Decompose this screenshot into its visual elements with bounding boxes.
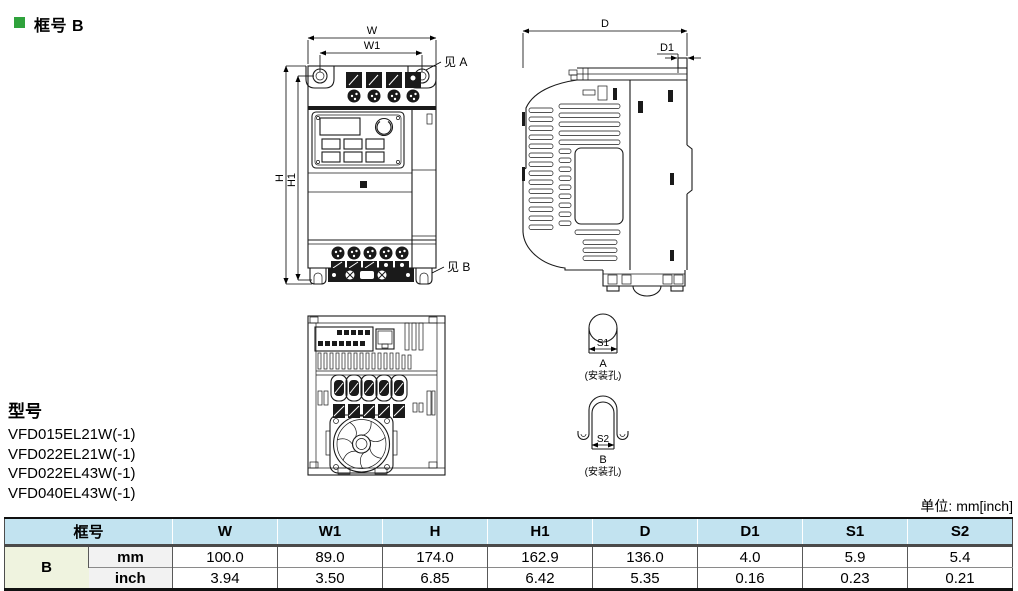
col-header-frame: 框号: [4, 517, 173, 547]
front-view-drawing: W W1 H H1: [274, 25, 470, 285]
value-cell: 0.16: [697, 567, 803, 590]
bottom-connector-block: [314, 322, 424, 352]
col-header-w: W: [172, 517, 278, 547]
model-item: VFD022EL21W(-1): [8, 445, 136, 463]
keypad-knob-icon: [374, 117, 394, 137]
value-cell: 89.0: [277, 545, 383, 568]
front-dimensions: W W1 H H1: [274, 25, 437, 285]
mount-hole-b-detail: S2 B (安装孔): [577, 395, 629, 478]
table-header-row: 框号 W W1 H H1 D D1 S1 S2: [4, 517, 1013, 547]
col-header-w1: W1: [277, 517, 383, 547]
bottom-view-drawing: [307, 315, 446, 476]
front-bottom-rail: [309, 268, 433, 285]
unit-note: 单位: mm[inch]: [920, 498, 1013, 514]
unit-cell-mm: mm: [87, 545, 173, 568]
frame-label-cell: B: [4, 545, 89, 590]
col-header-s2: S2: [907, 517, 1013, 547]
side-vent-slats: [528, 85, 621, 261]
value-cell: 6.85: [382, 567, 488, 590]
value-cell: 0.21: [907, 567, 1013, 590]
dim-label-s1: S1: [597, 338, 610, 349]
side-dimensions: D D1: [522, 18, 701, 73]
unit-cell-inch: inch: [88, 567, 173, 590]
model-item: VFD040EL43W(-1): [8, 484, 136, 502]
front-middle-section: [308, 110, 436, 268]
dim-label-s2: S2: [597, 434, 610, 445]
front-bottom-terminals: [308, 239, 436, 269]
dimension-table-wrap: 框号 W W1 H H1 D D1 S1 S2 B mm 100.0 89.0: [4, 517, 1014, 591]
dimension-table: 框号 W W1 H H1 D D1 S1 S2 B mm 100.0 89.0: [4, 517, 1014, 591]
see-b-label: 见 B: [447, 260, 470, 274]
value-cell: 174.0: [382, 545, 488, 568]
side-body: [522, 57, 693, 271]
hole-a-label: A: [599, 358, 607, 370]
page-title: 框号 B: [34, 18, 85, 35]
side-bottom-block: [602, 270, 686, 297]
value-cell: 3.50: [277, 567, 383, 590]
value-cell: 136.0: [592, 545, 698, 568]
value-cell: 5.9: [802, 545, 908, 568]
table-row-mm: B mm 100.0 89.0 174.0 162.9 136.0 4.0 5.…: [4, 545, 1013, 590]
side-view-drawing: D D1: [522, 18, 701, 297]
value-cell: 162.9: [487, 545, 593, 568]
hole-a-caption: (安装孔): [585, 369, 622, 382]
value-cell: 100.0: [172, 545, 278, 568]
see-a-label: 见 A: [444, 55, 467, 69]
col-header-d: D: [592, 517, 698, 547]
model-item: VFD022EL43W(-1): [8, 465, 136, 482]
hole-b-caption: (安装孔): [585, 465, 622, 478]
dim-label-h: H: [274, 174, 286, 182]
bottom-power-terminals: [317, 374, 436, 418]
dim-label-d: D: [601, 18, 609, 30]
hole-b-label: B: [599, 454, 606, 466]
side-nameplate: [574, 147, 624, 225]
dim-label-d1: D1: [660, 42, 674, 54]
col-header-d1: D1: [697, 517, 803, 547]
front-keypad-panel: [311, 111, 405, 169]
mounting-hole-details: S1 A (安装孔) S2 B (安装孔): [577, 313, 629, 478]
green-square-bullet-icon: [14, 17, 25, 28]
dim-label-h1: H1: [286, 173, 298, 187]
bottom-fan: [325, 414, 398, 474]
dim-label-w1: W1: [364, 40, 381, 52]
value-cell: 5.4: [907, 545, 1013, 568]
col-header-h1: H1: [487, 517, 593, 547]
table-row-inch: inch 3.94 3.50 6.85 6.42 5.35 0.16 0.23 …: [5, 567, 1013, 590]
value-cell: 0.23: [802, 567, 908, 590]
value-cell: 4.0: [697, 545, 803, 568]
col-header-h: H: [382, 517, 488, 547]
bottom-slat-row: [316, 352, 437, 376]
section-title: 框号 B: [14, 12, 84, 36]
rj45-port-icon: [375, 328, 395, 350]
front-top-terminals: [346, 72, 421, 103]
dim-label-w: W: [367, 25, 378, 37]
model-list-heading: 型号: [8, 402, 42, 421]
col-header-s1: S1: [802, 517, 908, 547]
mount-hole-a-detail: S1 A (安装孔): [585, 313, 622, 382]
value-cell: 3.94: [172, 567, 278, 590]
model-list: 型号 VFD015EL21W(-1) VFD022EL21W(-1) VFD02…: [8, 397, 136, 503]
front-callouts: 见 A 见 B: [425, 55, 470, 274]
model-item: VFD015EL21W(-1): [8, 426, 136, 443]
fan-blades: [336, 420, 386, 470]
value-cell: 6.42: [487, 567, 593, 590]
value-cell: 5.35: [592, 567, 698, 590]
keypad-display: [319, 117, 361, 136]
